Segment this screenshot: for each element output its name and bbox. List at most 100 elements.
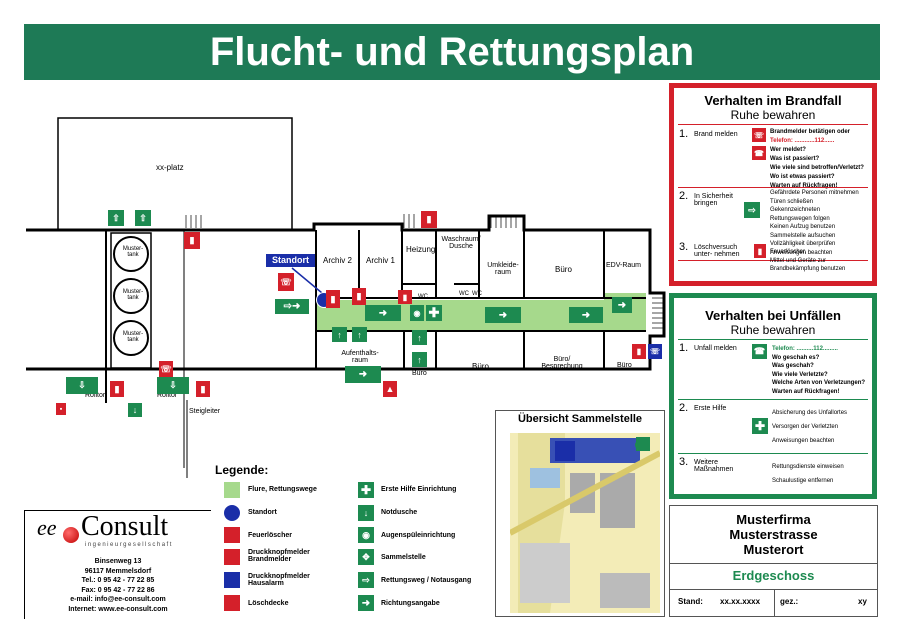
step-number: 1. [679,128,689,140]
step-details: Rettungsdienste einweisen Schaulustige e… [772,464,844,484]
room-label: xx-platz [156,163,184,172]
tank-label: Muster- tank [122,246,144,258]
room-label: Büro/ Besprechung [541,356,583,370]
fire-alarm-icon: ☏ [159,361,173,377]
direction-arrow-icon: ➜ [612,297,632,313]
plan-title: Flucht- und Rettungsplan [24,24,880,80]
room-label: Büro [412,370,427,377]
room-label: EDV-Raum [606,262,642,269]
legend-label: Rettungsweg / Notausgang [381,577,472,584]
tanks [113,236,149,356]
fire-extinguisher-icon: ▮ [754,244,766,258]
logo-tagline: ingenieurgesellschaft [85,542,173,548]
floor-name: Erdgeschoss [732,568,815,583]
tank-label: Muster- tank [122,289,144,301]
room-label: WC [459,291,469,297]
step-number: 3. [679,241,689,253]
room-label: WC [472,291,482,297]
fire-extinguisher-icon: ▮ [326,290,340,308]
fire-extinguisher-icon: ▮ [352,288,366,305]
first-aid-icon: ✚ [426,305,442,321]
direction-arrow-icon: ↑ [412,352,427,367]
room-label: Waschraum/ Dusche [441,236,481,250]
direction-arrow-icon: ↑ [332,327,347,342]
legend-label: Erste Hilfe Einrichtung [381,486,457,493]
step-number: 2. [679,402,689,414]
direction-arrow-icon: ↑ [352,327,367,342]
exit-icon: ⇨ [744,202,760,218]
step-label: In Sicherheit bringen [694,193,733,207]
room-label: Rolltor [157,392,178,399]
fire-extinguisher-icon: ▮ [398,290,412,304]
direction-arrow-icon: ➜ [358,595,374,611]
sammelstelle-map [510,433,660,613]
company-name: Musterfirma [736,512,811,527]
legend-label: Flure, Rettungswege [248,486,317,493]
room-label: WC [418,294,428,300]
exit-sign: ➜ [485,307,521,323]
step-number: 1. [679,342,689,354]
room-label: Büro [472,362,489,371]
address-line: e-mail: info@ee-consult.com [70,596,166,603]
exit-sign: ⇨➜ [275,299,309,314]
exit-sign: ⇩ [66,377,98,394]
gez-value: xy [858,597,867,606]
phone-icon: ☎ [752,146,766,160]
brandfall-title: Verhalten im Brandfall [704,93,842,108]
step-number: 3. [679,456,689,468]
exit-icon: ⇨ [358,572,374,588]
emergency-shower-icon: ↓ [358,505,374,521]
legend-label: Notdusche [381,509,418,516]
room-label: Umkleide- raum [487,262,519,276]
room-label: Steigleiter [189,408,221,415]
logo-brand: Consult [81,511,169,542]
brandfall-subtitle: Ruhe bewahren [730,108,816,122]
building-walls [26,214,666,468]
legend-title: Legende: [215,463,269,477]
direction-arrow-icon: ↑ [412,330,427,345]
fire-extinguisher-icon: ▮ [196,381,210,397]
room-label: Büro [617,362,632,369]
exit-sign: ➜ [345,366,381,383]
room-label: Archiv 1 [366,256,395,265]
company-info: Musterfirma Musterstrasse Musterort [670,512,877,557]
company-city: Musterort [743,542,804,557]
corridor-swatch [224,482,240,498]
fire-blanket-icon [224,595,240,611]
fire-extinguisher-icon [224,527,240,543]
step-label: Weitere Maßnahmen [694,459,734,473]
room-label: Rolltor [85,392,106,399]
address-line: Internet: www.ee-consult.com [68,605,168,613]
legend-label: Sammelstelle [381,554,426,561]
legend-label: Druckknopfmelder Brandmelder [248,549,310,563]
legend-label: Löschdecke [248,600,289,607]
exit-sign: ➜ [569,307,603,323]
fire-alarm-icon [224,549,240,565]
sammelstelle-overview: Übersicht Sammelstelle [495,410,665,617]
interior-walls [315,230,646,369]
stand-value: xx.xx.xxxx [720,597,761,606]
eyewash-icon: ◉ [358,527,374,543]
house-alarm-icon [224,572,240,588]
room-label: Aufenthalts- raum [341,350,379,364]
exit-sign: ⇩ [157,377,189,394]
address-line: Fax: 0 95 42 - 77 22 86 [81,586,155,594]
brandfall-panel: Verhalten im Brandfall Ruhe bewahren 1. … [669,83,877,286]
company-address: Binsenweg 13 96117 Memmelsdorf Tel.: 0 9… [25,557,211,614]
address-line: Binsenweg 13 [94,558,142,565]
fire-extinguisher-icon: ▮ [110,381,124,397]
first-aid-icon: ✚ [358,482,374,498]
step-number: 2. [679,190,689,202]
fire-alarm-icon: ☏ [278,273,294,291]
legend-label: Augenspüleinrichtung [381,532,456,539]
legend-label: Druckknopfmelder Hausalarm [248,573,310,587]
unfaelle-panel: Verhalten bei Unfällen Ruhe bewahren 1. … [669,293,877,499]
gez-label: gez.: [780,597,799,606]
step-details: Absicherung des Unfallortes Versorgen de… [772,410,848,444]
emergency-phone-icon: ☎ [752,344,767,359]
legend-label: Richtungsangabe [381,600,440,607]
address-line: Tel.: 0 95 42 - 77 22 85 [81,577,155,584]
xx-platz-area [57,117,293,231]
company-block: ee Consult ingenieurgesellschaft Binsenw… [24,510,211,619]
legend-label: Feuerlöscher [248,532,292,539]
